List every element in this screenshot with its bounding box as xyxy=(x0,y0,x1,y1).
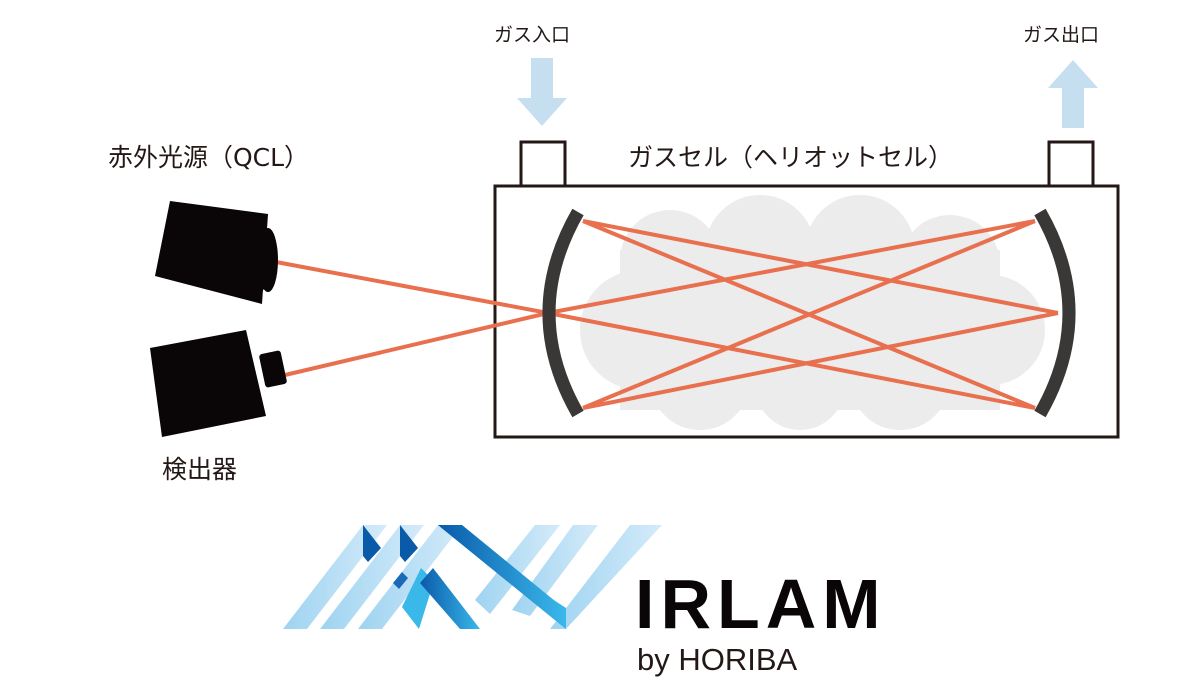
logo-wordmark: IRLAM xyxy=(635,565,887,643)
light-source-label: 赤外光源（QCL） xyxy=(108,143,310,172)
gas-inlet-arrow-icon xyxy=(517,58,567,126)
right-mirror xyxy=(1034,208,1076,418)
beam-path xyxy=(582,219,1059,315)
gas-outlet-label: ガス出口 xyxy=(1023,24,1100,46)
beam-detector-out xyxy=(284,311,549,377)
laser-beams xyxy=(275,219,1059,410)
qcl-source-icon xyxy=(155,201,278,304)
irlam-logo-mark-icon xyxy=(283,525,662,629)
beam-path xyxy=(547,219,1036,315)
gas-cell-label: ガスセル（ヘリオットセル） xyxy=(628,143,954,172)
beam-path xyxy=(582,219,1036,410)
gas-inlet-port xyxy=(519,140,567,189)
left-mirror xyxy=(542,208,584,418)
gas-outlet-arrow-icon xyxy=(1048,60,1098,128)
detector-icon xyxy=(150,330,287,437)
logo-byline: by HORIBA xyxy=(637,642,798,677)
gas-outlet-port xyxy=(1047,140,1095,189)
gas-inlet-label: ガス入口 xyxy=(494,24,571,46)
beam-path xyxy=(582,311,1059,410)
beam-path xyxy=(547,311,1036,410)
beam-source-in xyxy=(275,260,549,315)
detector-label: 検出器 xyxy=(162,455,238,484)
